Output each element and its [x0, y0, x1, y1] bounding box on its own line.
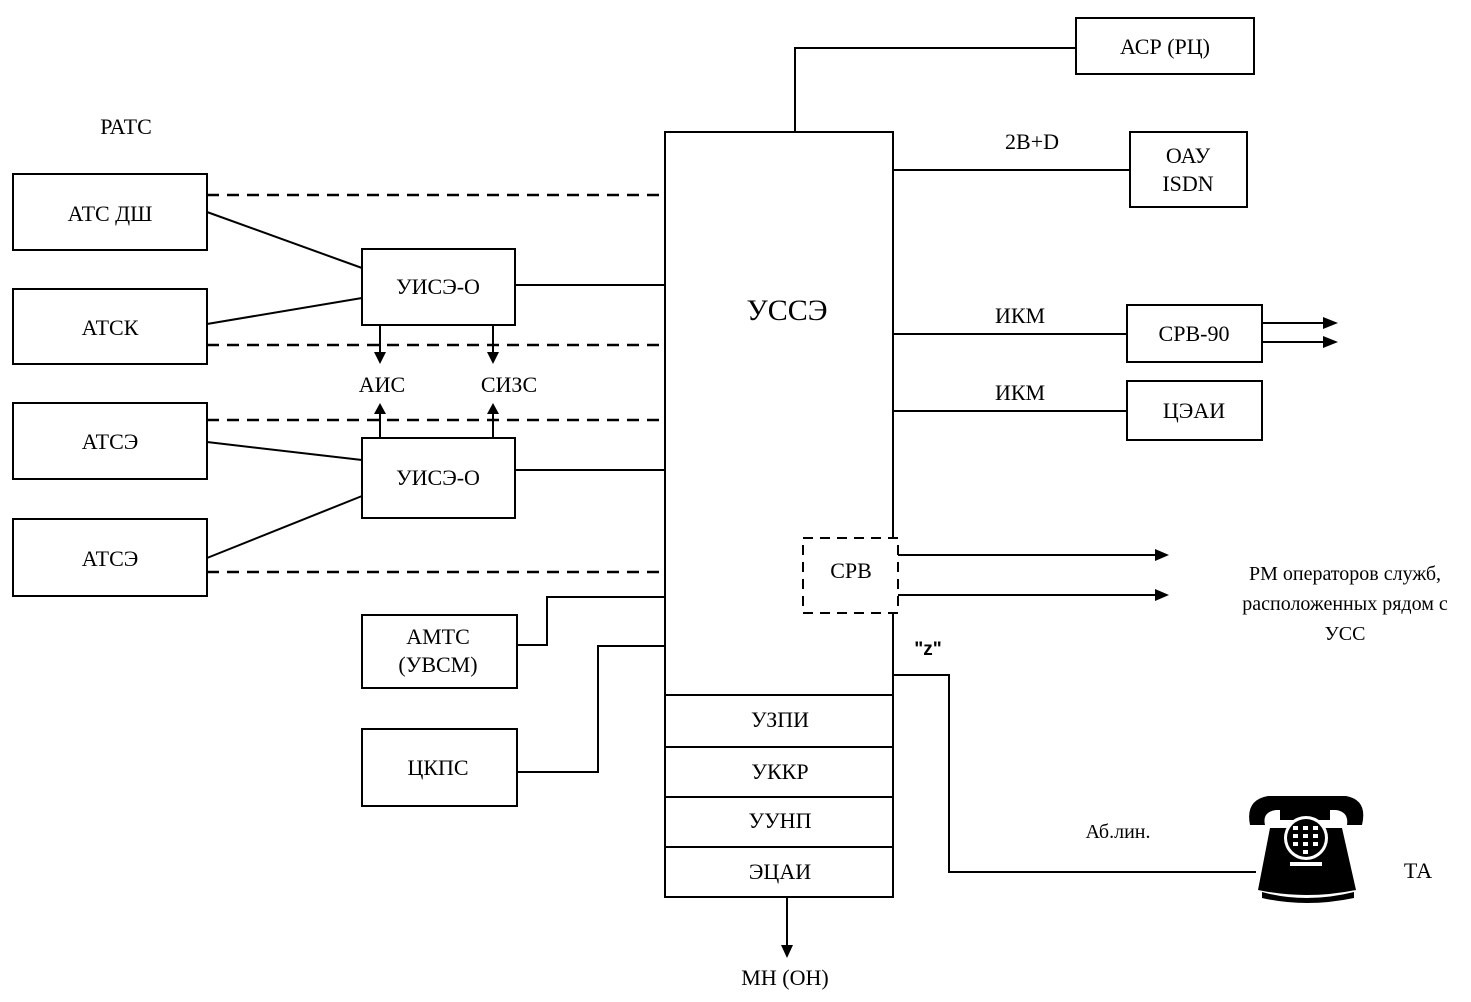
usse-label: УССЭ [746, 294, 827, 327]
asr-label: АСР (РЦ) [1120, 34, 1210, 59]
rm-label-line2: расположенных рядом с [1242, 593, 1448, 615]
ckps-block: ЦКПС [361, 728, 518, 807]
solid-connections [206, 47, 1325, 948]
amts-label-line2: (УВСМ) [398, 652, 477, 677]
station-atsk: АТСК [12, 288, 208, 365]
uise-block-bottom: УИСЭ-О [361, 437, 516, 519]
station-atse-1-label: АТСЭ [82, 429, 139, 454]
ikm-label-1: ИКМ [995, 303, 1045, 328]
station-atsdsh: АТС ДШ [12, 173, 208, 251]
dashed-connections [207, 193, 665, 574]
group-label-rats: РАТС [100, 114, 152, 139]
ckps-label: ЦКПС [407, 755, 468, 780]
subscriber-line-label: Аб.лин. [1086, 821, 1151, 843]
bottom-output-label: МН (ОН) [741, 965, 828, 990]
sub-block-ukkr: УККР [751, 759, 808, 784]
station-atse-1: АТСЭ [12, 402, 208, 480]
uise-block-bottom-label: УИСЭ-О [396, 465, 480, 490]
srv90-block: СРВ-90 [1126, 304, 1263, 363]
sub-block-uzpi: УЗПИ [751, 707, 809, 732]
oau-label-line2: ISDN [1162, 171, 1213, 196]
station-atse-2-label: АТСЭ [82, 546, 139, 571]
amts-block: АМТС (УВСМ) [361, 614, 518, 689]
sub-block-uunp: УУНП [749, 808, 812, 833]
telephone-icon [1249, 796, 1364, 903]
oau-block: ОАУ ISDN [1129, 131, 1248, 208]
ceai-label: ЦЭАИ [1163, 398, 1225, 423]
ceai-block: ЦЭАИ [1126, 380, 1263, 441]
ais-label: АИС [359, 372, 405, 397]
srv-inner-label: СРВ [830, 558, 872, 583]
srv-inner-block: СРВ [802, 537, 899, 614]
uise-block-top: УИСЭ-О [361, 248, 516, 326]
station-atsk-label: АТСК [82, 315, 139, 340]
rm-label-line3: УСС [1325, 623, 1366, 645]
ta-label: ТА [1404, 858, 1432, 883]
sub-block-ecai: ЭЦАИ [749, 859, 811, 884]
arrowheads [374, 317, 1338, 958]
rm-operators-text: РМ операторов служб, расположенных рядом… [1242, 563, 1448, 645]
oau-label-line1: ОАУ [1166, 143, 1211, 168]
srv90-label: СРВ-90 [1159, 321, 1230, 346]
link-2bd-label: 2B+D [1005, 129, 1059, 154]
rm-label-line1: РМ операторов служб, [1249, 563, 1441, 585]
uise-block-top-label: УИСЭ-О [396, 274, 480, 299]
usse-main-block: УССЭ УЗПИ УККР УУНП ЭЦАИ [664, 131, 894, 898]
station-atse-2: АТСЭ [12, 518, 208, 597]
z-label: "z" [914, 639, 942, 660]
sizs-label: СИЗС [481, 372, 537, 397]
station-atsdsh-label: АТС ДШ [68, 201, 153, 226]
amts-label-line1: АМТС [406, 624, 470, 649]
ikm-label-2: ИКМ [995, 380, 1045, 405]
asr-block: АСР (РЦ) [1075, 17, 1255, 75]
